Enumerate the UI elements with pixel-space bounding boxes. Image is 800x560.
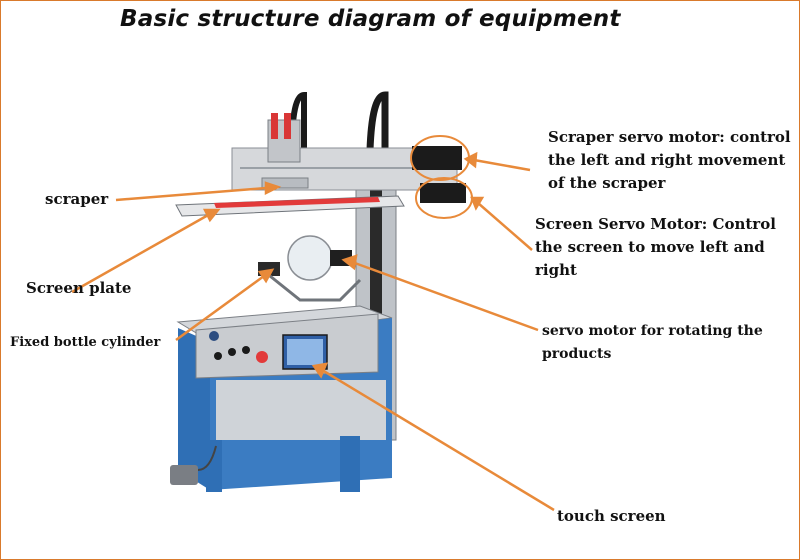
label-scraper-servo-motor: Scraper servo motor: control the left an…	[548, 128, 791, 192]
scraper-blade	[261, 177, 309, 189]
label-fixed-bottle-cylinder: Fixed bottle cylinder	[10, 335, 161, 350]
label-screen-servo-motor: Screen Servo Motor: Control the screen t…	[535, 215, 776, 279]
arrow-bottle-cylinder	[175, 274, 265, 342]
emergency-stop-button	[256, 351, 268, 363]
screen-servo-motor	[420, 183, 466, 203]
bottle-cylinder	[287, 235, 333, 281]
diagram-title: Basic structure diagram of equipment	[120, 6, 621, 32]
holder-arm	[269, 274, 362, 302]
cable-chain-right	[366, 91, 389, 160]
label-touch-screen: touch screen	[557, 507, 666, 525]
pedal-cable	[197, 445, 217, 471]
arrow-screen-motor-head	[470, 196, 485, 211]
arrow-scraper-motor	[473, 158, 531, 172]
red-cylinder-1	[271, 113, 278, 139]
arrow-scraper-head	[264, 181, 282, 196]
touch-screen-glass	[287, 339, 323, 365]
arrow-screen-motor	[477, 202, 533, 251]
red-cylinder-2	[284, 113, 291, 139]
cabinet-leg-right	[340, 436, 360, 492]
screen-mesh-red	[214, 197, 380, 208]
panel-knob-2	[228, 348, 236, 356]
panel-knob-3	[242, 346, 250, 354]
foot-pedal	[170, 465, 198, 485]
arrow-touch-screen-head	[311, 362, 329, 379]
arrow-screen-plate-head	[202, 208, 221, 223]
arrow-rotating-motor	[351, 260, 539, 332]
panel-gauge	[209, 331, 219, 341]
cabinet-inner	[216, 380, 386, 440]
cabinet-leg-left	[206, 440, 222, 492]
label-rotating-servo-motor: servo motor for rotating the products	[542, 323, 763, 362]
arrow-scraper	[115, 186, 267, 202]
scraper-servo-motor	[412, 146, 462, 170]
label-screen-plate: Screen plate	[26, 279, 132, 297]
arrow-screen-plate	[71, 212, 211, 294]
arrow-scraper-motor-head	[463, 151, 478, 169]
arrow-touch-screen	[321, 368, 555, 512]
panel-knob-1	[214, 352, 222, 360]
arrow-rotating-motor-head	[341, 254, 358, 271]
label-scraper: scraper	[45, 190, 109, 208]
arrow-bottle-cylinder-head	[257, 268, 275, 284]
